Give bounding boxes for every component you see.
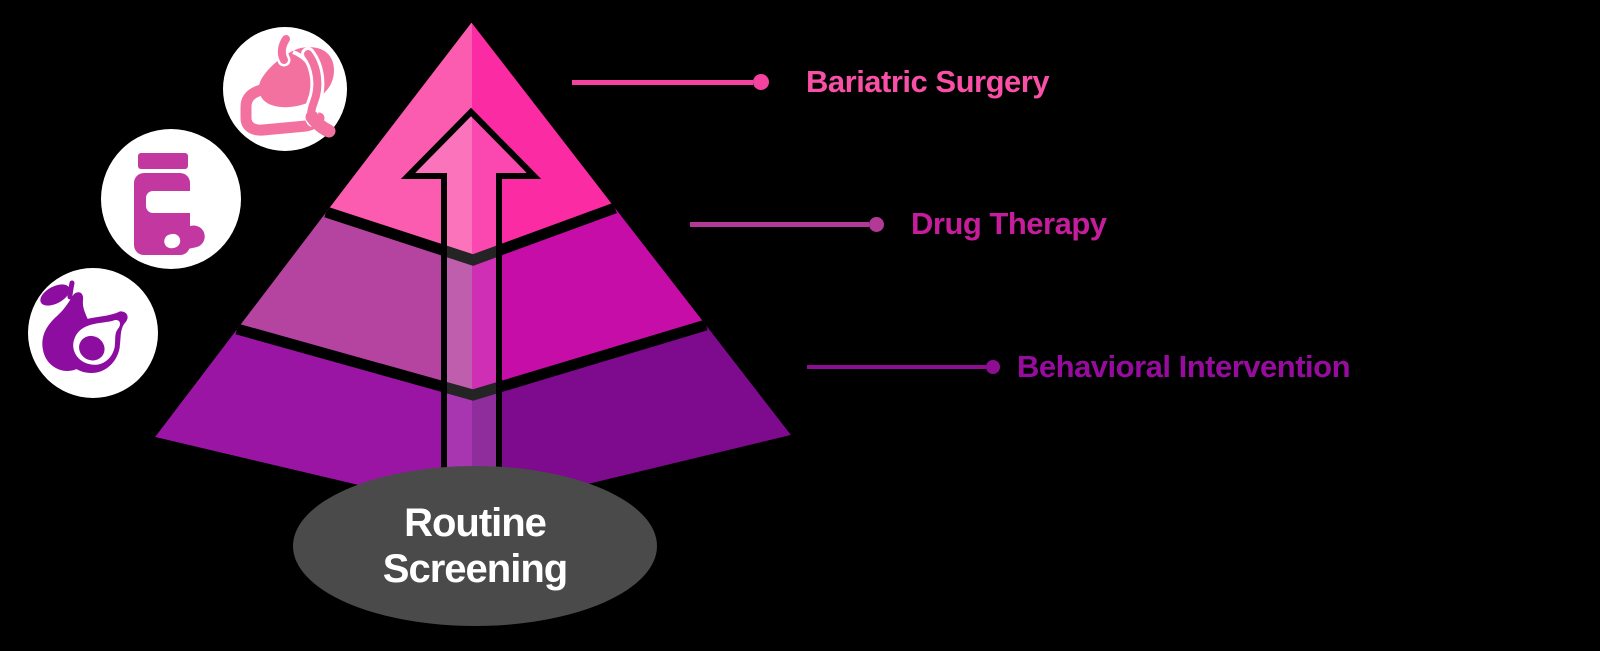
pill-bottle-icon: [101, 129, 241, 269]
connector-line: [807, 365, 986, 369]
pyramid-level-2-left: [237, 212, 472, 395]
pyramid-level-2-right: [472, 208, 706, 395]
connector-line: [690, 221, 869, 227]
routine-screening-ellipse: Routine Screening: [293, 466, 657, 626]
avocado-icon: [28, 268, 158, 398]
pyramid-level-1-left: [326, 22, 472, 260]
level-1-label: Bariatric Surgery: [806, 64, 1050, 99]
gastric-bypass-stomach-icon: [223, 27, 347, 151]
level-3-label: Behavioral Intervention: [1017, 349, 1351, 384]
pyramid-level-1-right: [472, 22, 615, 260]
up-arrow-icon: [400, 107, 542, 512]
annotation-bariatric-surgery: Bariatric Surgery: [572, 57, 1050, 107]
annotation-behavioral-intervention: Behavioral Intervention: [807, 342, 1351, 392]
connector-dot: [986, 360, 1000, 374]
level-separator-2: [235, 319, 708, 401]
connector-line: [572, 79, 753, 85]
level-separator-1: [324, 202, 617, 266]
connector-dot: [753, 74, 769, 90]
connector-dot: [869, 216, 884, 232]
routine-screening-label-line1: Routine: [404, 501, 547, 545]
routine-screening-label-line2: Screening: [382, 547, 568, 591]
annotation-drug-therapy: Drug Therapy: [690, 199, 1107, 249]
level-2-label: Drug Therapy: [911, 206, 1107, 241]
